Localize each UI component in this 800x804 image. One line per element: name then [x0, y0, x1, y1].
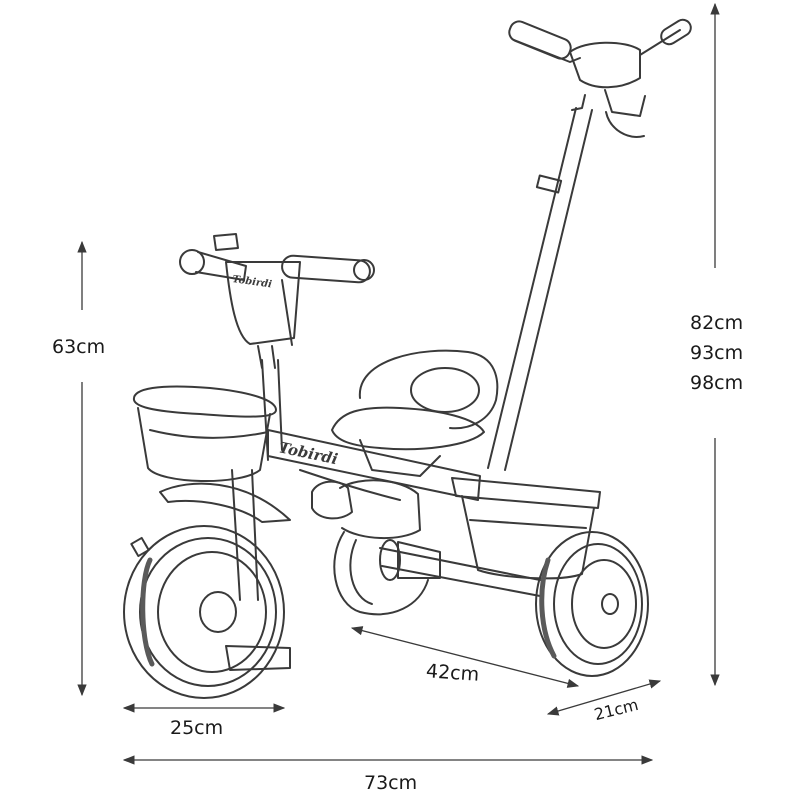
total-height-labels: 82cm 93cm 98cm	[690, 308, 743, 398]
pedal-icon	[225, 645, 291, 671]
handlebar-brand-label: Tobirdi	[232, 274, 273, 290]
handlebar	[179, 233, 375, 369]
bell-icon	[213, 233, 239, 251]
total-height-high: 98cm	[690, 372, 744, 394]
seat-height-label: 63cm	[52, 336, 106, 358]
front-wheel-label: 25cm	[170, 717, 224, 739]
rear-left-wheel	[333, 531, 429, 616]
front-basket	[132, 385, 277, 482]
handlebar-bag	[225, 261, 301, 345]
wheelbase-label: 42cm	[425, 660, 480, 686]
push-bar	[487, 18, 692, 471]
wheelbase-line	[350, 626, 580, 688]
rear-right-wheel	[535, 531, 649, 677]
rear-axle	[311, 479, 541, 597]
front-wheel	[123, 525, 291, 699]
total-height-low: 82cm	[690, 312, 744, 334]
rear-basket	[451, 477, 601, 580]
total-height-mid: 93cm	[690, 342, 744, 364]
dimension-lines	[77, 2, 720, 765]
seat	[331, 349, 499, 477]
length-label: 73cm	[364, 772, 418, 794]
rear-wheel-line	[546, 679, 662, 716]
frame	[261, 359, 481, 501]
